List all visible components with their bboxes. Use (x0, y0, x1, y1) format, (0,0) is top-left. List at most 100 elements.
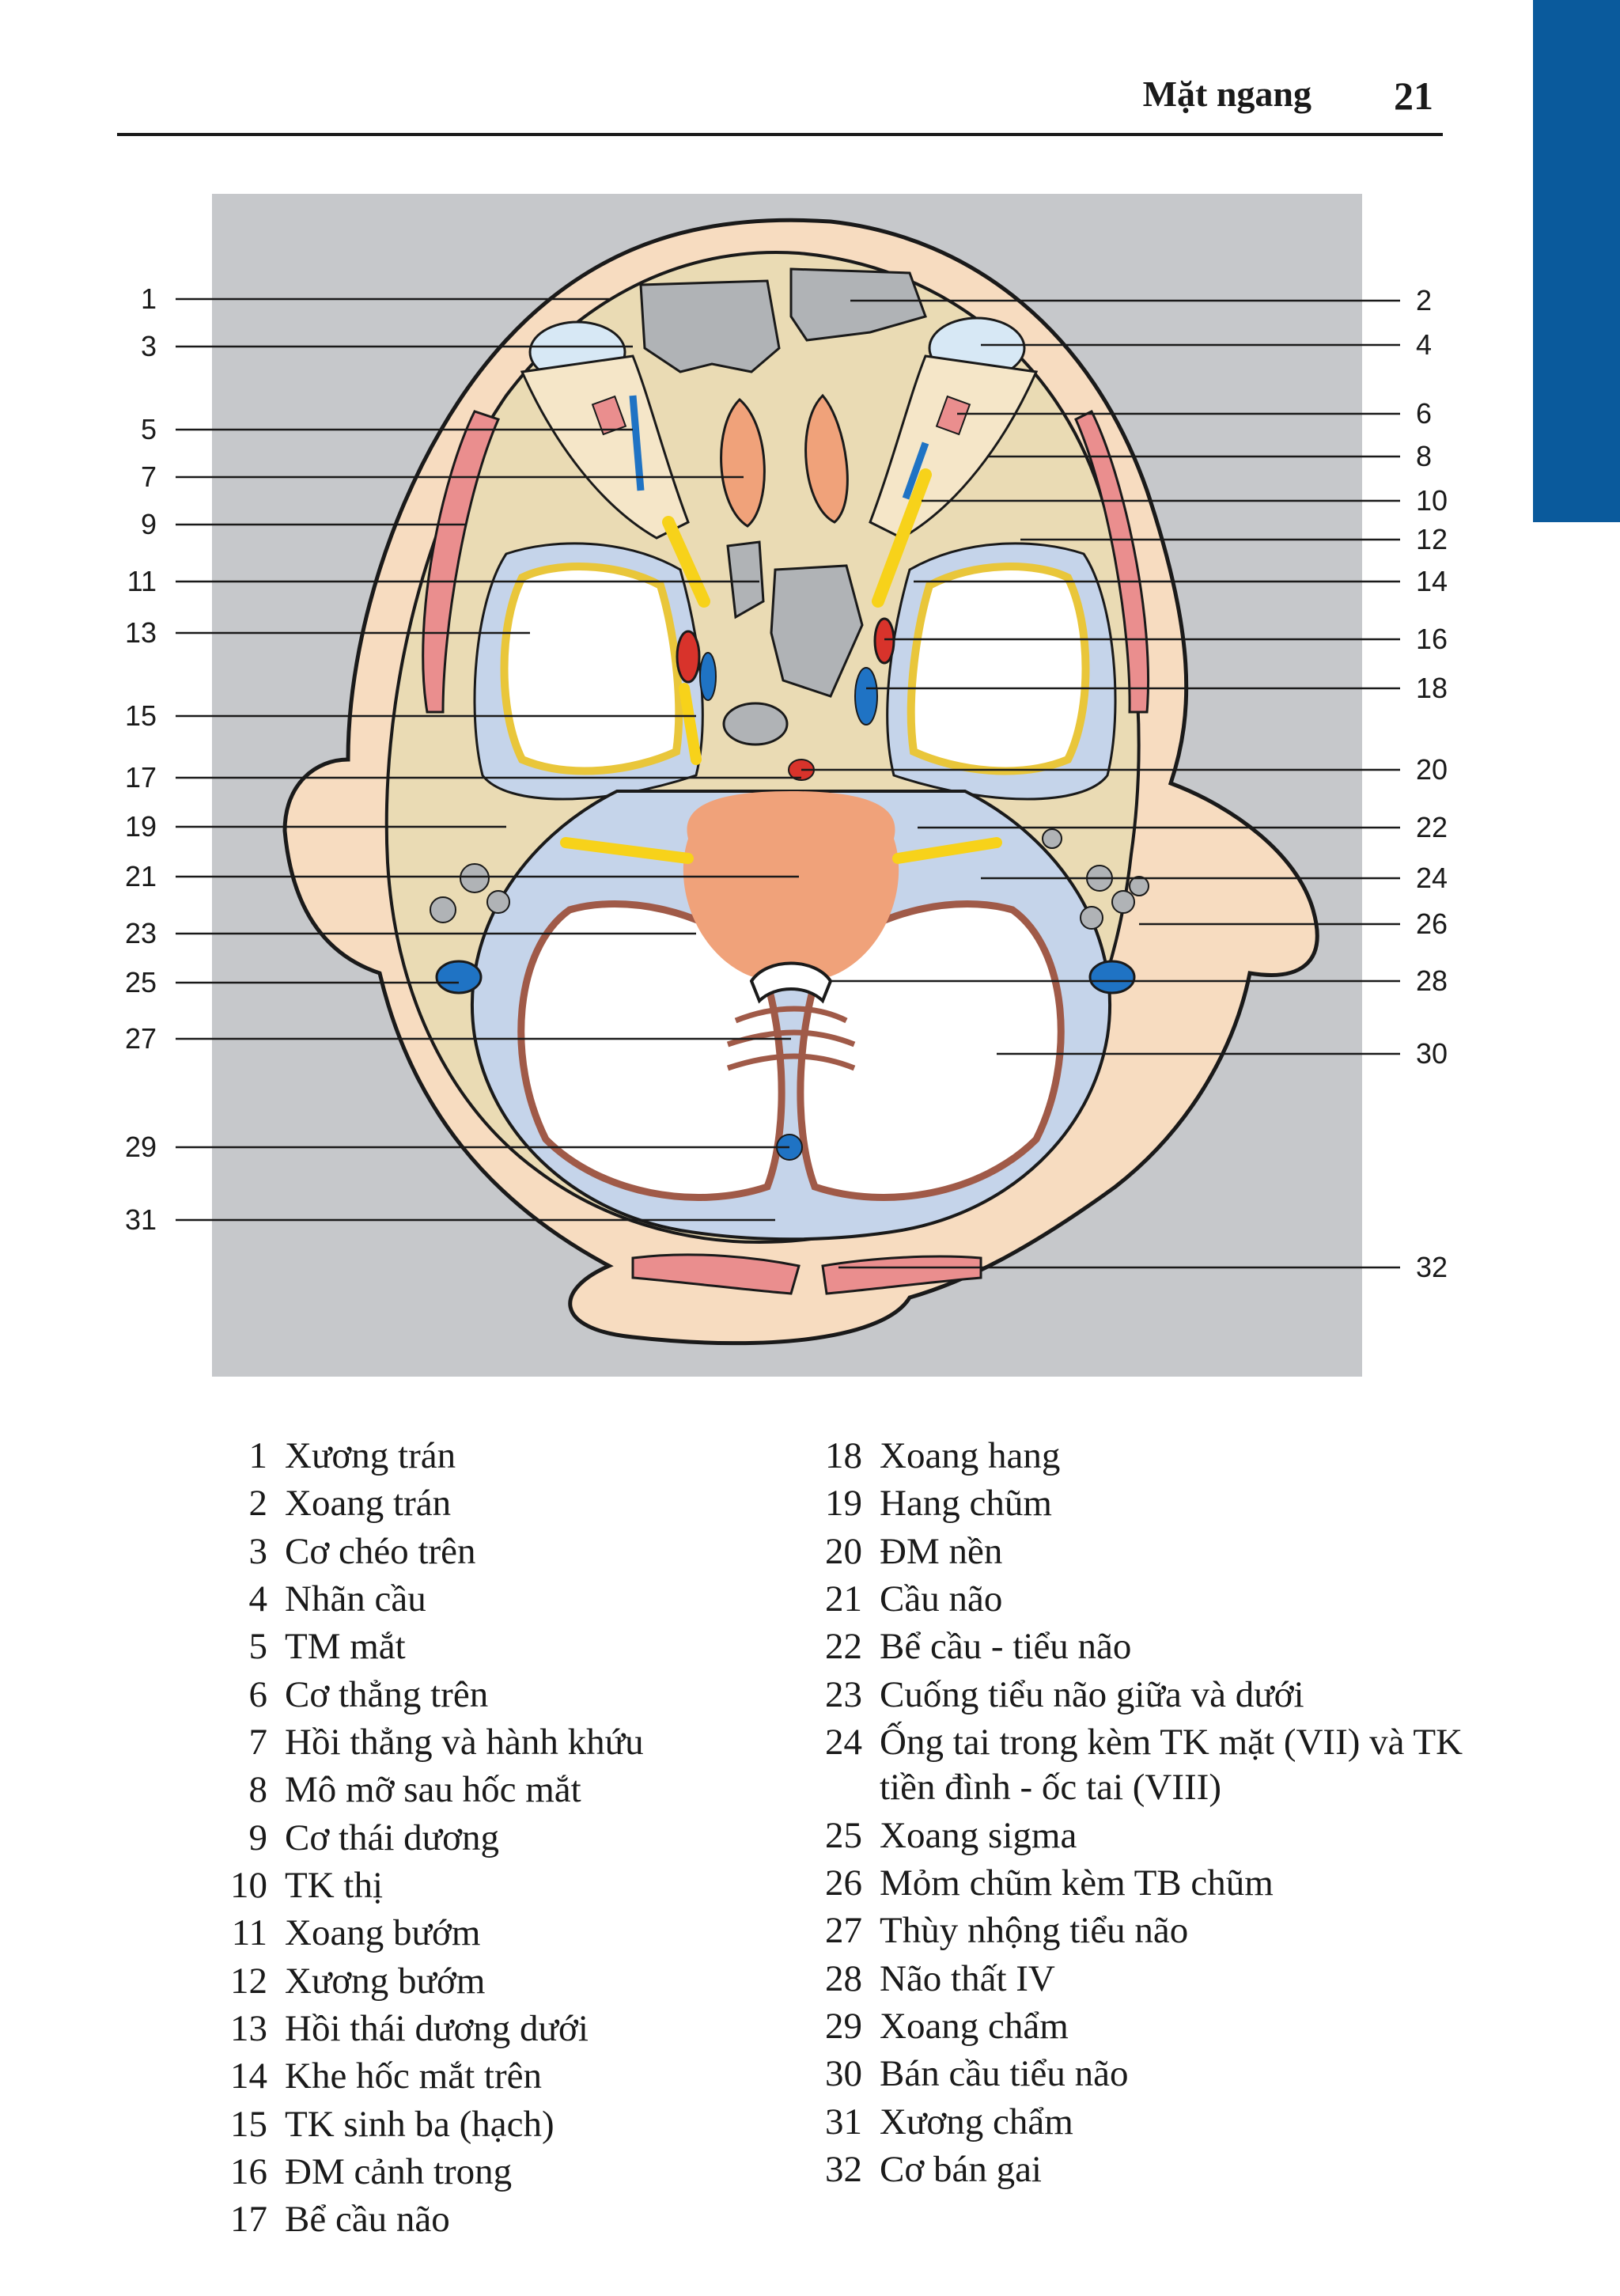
cavernous-sinus-left (699, 652, 717, 701)
legend-number: 17 (230, 2199, 267, 2241)
legend-text: Bể cầu não (285, 2199, 450, 2241)
pituitary-region (722, 702, 789, 746)
label-31: 31 (125, 1203, 157, 1236)
label-numbers-left: 1 3 5 7 9 11 13 15 17 19 21 23 25 27 29 … (125, 282, 157, 1236)
label-13: 13 (125, 616, 157, 649)
legend-text: Cầu não (880, 1578, 1003, 1620)
label-12: 12 (1416, 523, 1448, 555)
temporal-gyrus-right (907, 563, 1090, 775)
label-8: 8 (1416, 440, 1432, 472)
legend-text: Bể cầu - tiểu não (880, 1626, 1132, 1668)
legend-text: Bán cầu tiểu não (880, 2053, 1129, 2095)
label-15: 15 (125, 699, 157, 732)
temporal-muscle-left (422, 410, 501, 714)
label-10: 10 (1416, 484, 1448, 517)
header-rule (117, 133, 1443, 136)
orbit-left (520, 354, 690, 540)
legend-number: 5 (248, 1626, 268, 1668)
label-numbers-right: 2 4 6 8 10 12 14 16 18 20 22 24 26 28 30… (1416, 284, 1448, 1283)
label-17: 17 (125, 761, 157, 794)
legend-number: 27 (825, 1910, 862, 1952)
legend-text: Não thất IV (880, 1957, 1055, 1999)
legend-item: 18 Xoang hang (799, 1434, 1479, 1479)
legend-number: 25 (825, 1814, 862, 1856)
legend-item: 13 Hồi thái dương dưới (204, 2006, 805, 2052)
label-21: 21 (125, 860, 157, 892)
legend-number: 13 (230, 2007, 267, 2049)
legend-text: Xương chẩm (880, 2101, 1073, 2143)
legend-text: Nhãn cầu (285, 1578, 426, 1620)
leader-lines-right (801, 299, 1400, 1269)
legend-number: 8 (248, 1769, 268, 1811)
label-16: 16 (1416, 623, 1448, 655)
legend-number: 15 (230, 2103, 267, 2145)
legend-item: 3 Cơ chéo trên (204, 1529, 805, 1574)
internal-auditory-canal-right (892, 837, 1002, 864)
legend-number: 18 (825, 1435, 862, 1476)
legend-number: 12 (230, 1960, 267, 2002)
legend-number: 28 (825, 1957, 862, 1999)
legend-number: 6 (248, 1673, 268, 1715)
legend-item: 6 Cơ thẳng trên (204, 1673, 805, 1718)
legend-text: TK thị (285, 1864, 384, 1906)
legend-item: 17 Bể cầu não (204, 2197, 805, 2242)
legend-number: 7 (248, 1721, 268, 1763)
legend-number: 20 (825, 1530, 862, 1572)
legend-number: 29 (825, 2005, 862, 2047)
pons (683, 791, 899, 983)
internal-auditory-canal-left (560, 837, 694, 864)
legend-number: 14 (230, 2055, 267, 2097)
page-header: Mặt ngang 21 (117, 70, 1443, 136)
legend-text: Xoang chẩm (880, 2005, 1069, 2047)
label-18: 18 (1416, 672, 1448, 704)
legend-text: Xương trán (285, 1435, 456, 1476)
legend-text: Mỏm chũm kèm TB chũm (880, 1862, 1274, 1904)
leader-lines-left (176, 297, 801, 1222)
label-11: 11 (127, 565, 157, 597)
legend-text: Mô mỡ sau hốc mắt (285, 1769, 581, 1811)
legend-text: Xoang hang (880, 1435, 1061, 1476)
legend-number: 2 (248, 1483, 268, 1525)
label-2: 2 (1416, 284, 1432, 316)
label-19: 19 (125, 810, 157, 843)
chapter-tab (1533, 0, 1620, 522)
trigeminal-ganglion (679, 683, 702, 765)
legend-number: 3 (248, 1530, 268, 1572)
legend-text: TM mắt (285, 1626, 406, 1668)
label-32: 32 (1416, 1251, 1448, 1283)
label-7: 7 (141, 460, 157, 493)
legend-text: Ống tai trong kèm TK mặt (VII) và TK tiề… (880, 1721, 1463, 1809)
legend-text: Hồi thái dương dưới (285, 2007, 589, 2049)
label-14: 14 (1416, 565, 1448, 597)
legend-text: ĐM nền (880, 1530, 1003, 1572)
legend-number: 32 (825, 2148, 862, 2190)
superior-rectus-right (935, 395, 971, 436)
label-6: 6 (1416, 397, 1432, 430)
sphenoid-sinus (770, 564, 864, 698)
legend-text: Cơ thẳng trên (285, 1673, 489, 1715)
legend-item: 28 Não thất IV (799, 1957, 1479, 2002)
legend-text: Cơ chéo trên (285, 1530, 476, 1572)
optic-nerve-left (662, 516, 710, 608)
legend-text: Xoang bướm (285, 1912, 481, 1954)
label-9: 9 (141, 508, 157, 540)
temporal-muscle-right (1074, 409, 1150, 714)
